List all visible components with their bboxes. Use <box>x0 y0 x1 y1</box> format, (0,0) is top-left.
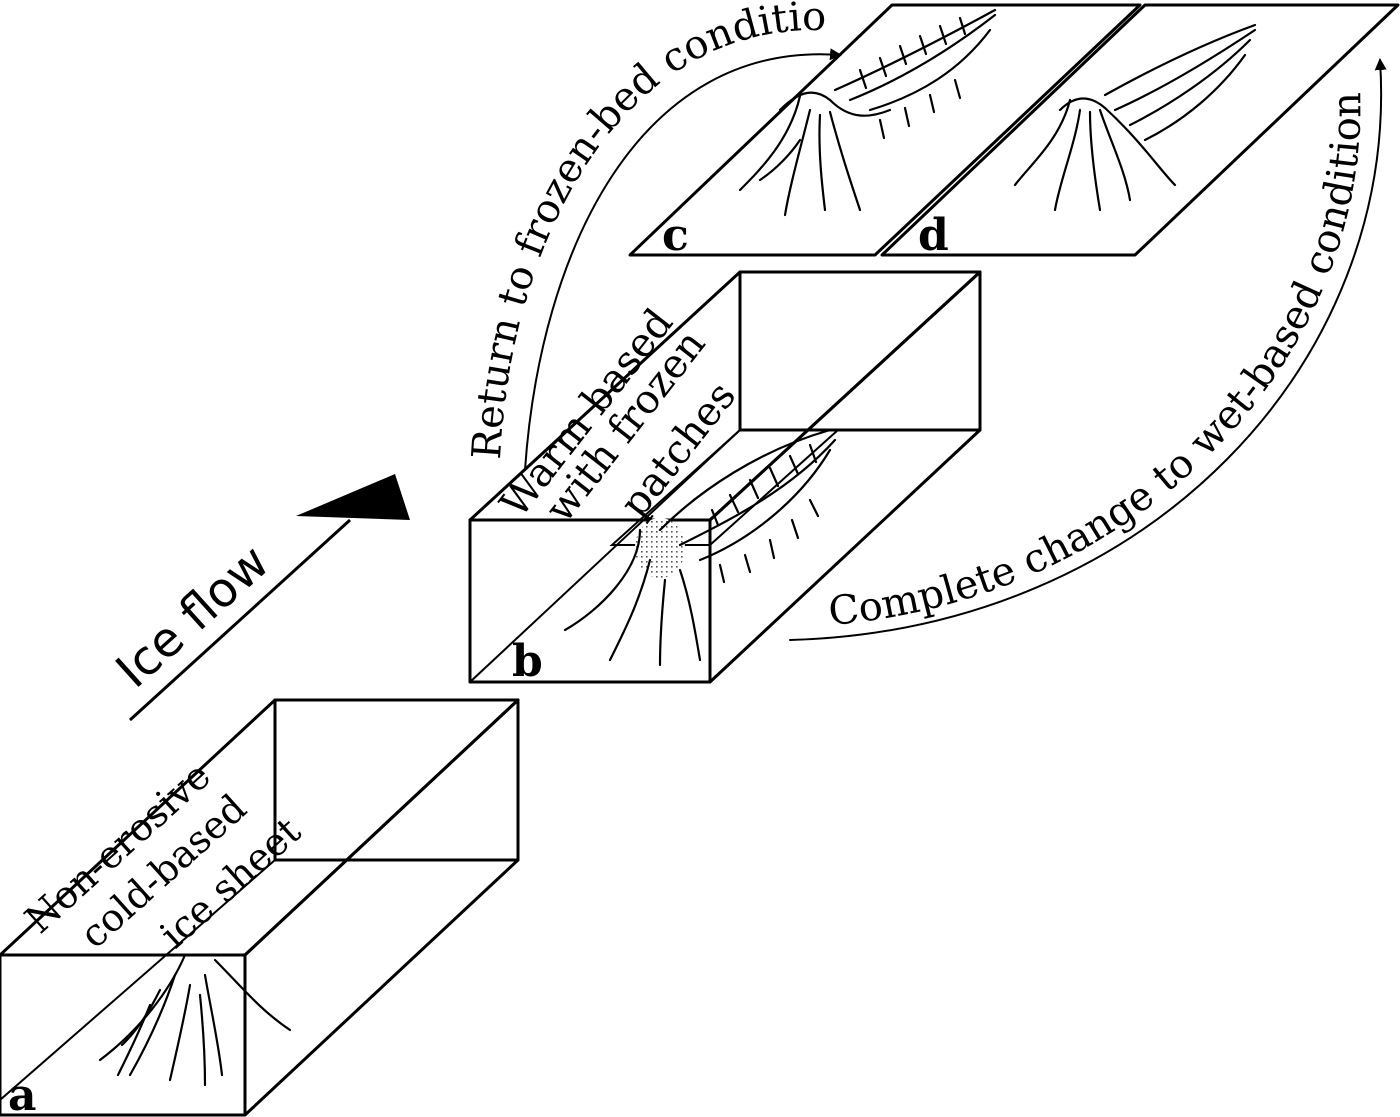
block-a-back-wall <box>273 698 520 862</box>
panel-d-plane <box>880 3 1400 257</box>
panel-c-bedform <box>738 8 997 217</box>
block-b-front-face <box>468 518 712 684</box>
arrow-to-d-label-text: Complete change to wet-based conditions <box>0 0 1370 635</box>
panel-d-letter: d <box>918 210 949 261</box>
block-a-right-face <box>243 698 520 1117</box>
arrow-to-c-curve <box>524 48 842 471</box>
ice-flow-shaft <box>128 518 352 722</box>
block-b-bedform <box>563 428 837 667</box>
block-a-bedform <box>98 953 292 1087</box>
arrow-to-d-label: Complete change to wet-based conditions <box>0 0 1370 635</box>
block-a: Non-erosive cold-based ice sheet a <box>0 698 520 1117</box>
block-a-front-face <box>0 953 247 1117</box>
panel-d-bedform <box>1013 23 1257 212</box>
panel-c: c <box>628 3 1142 261</box>
ice-flow-label: Ice flow <box>106 534 280 699</box>
panel-c-plane <box>628 3 1142 257</box>
ice-flow-arrow: Ice flow <box>106 474 410 722</box>
block-b-letter: b <box>512 636 543 687</box>
ice-flow-arrowhead <box>296 474 410 520</box>
block-b-floor <box>609 429 841 546</box>
panel-d: d <box>880 3 1400 261</box>
block-a-letter: a <box>8 1070 37 1117</box>
block-b-back-wall <box>738 270 982 432</box>
panel-c-letter: c <box>662 210 689 261</box>
block-b-frozen-patch <box>635 518 685 578</box>
arrow-to-d-curve <box>789 58 1387 641</box>
